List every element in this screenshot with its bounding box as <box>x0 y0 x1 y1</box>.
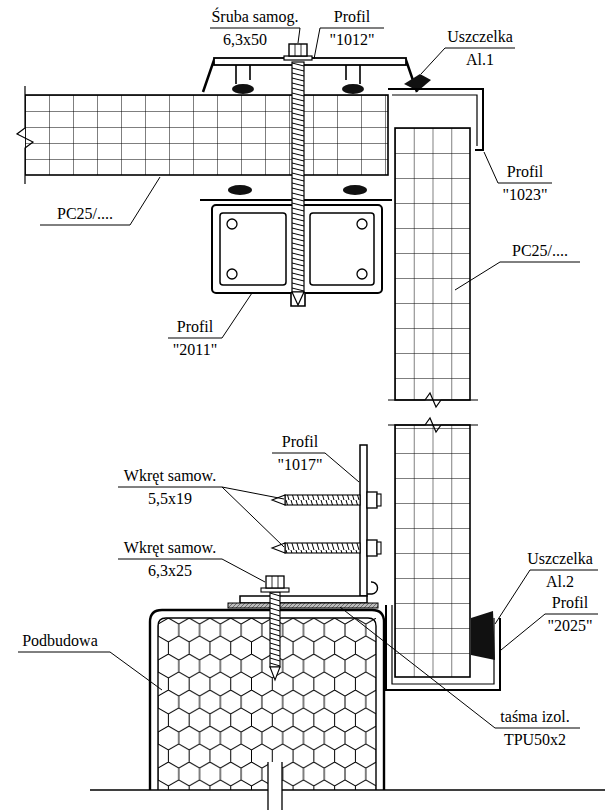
u-profile <box>386 605 500 690</box>
screw <box>261 576 289 680</box>
part-label-holder: Śruba samog. <box>211 8 298 26</box>
part-label: "2025" <box>547 617 592 635</box>
part-label: "2011" <box>173 341 217 359</box>
part-label: "1023" <box>502 186 547 204</box>
part-label: taśma izol. <box>500 708 569 726</box>
part-label: Profil <box>334 8 370 26</box>
part-label-holder: Profil <box>507 163 543 181</box>
screw <box>272 492 381 556</box>
part-label-holder: Podbudowa <box>22 632 98 650</box>
part-label-holder: TPU50x2 <box>504 731 566 749</box>
part-label: 6,3x50 <box>223 31 267 49</box>
part-label-holder: Profil <box>282 433 318 451</box>
corner-profile <box>388 89 483 150</box>
part-label: TPU50x2 <box>504 731 566 749</box>
part-label: 6,3x25 <box>148 562 192 580</box>
part-label-holder: Al.1 <box>466 51 494 69</box>
part-label: Wkręt samow. <box>124 539 216 557</box>
part-label: 5,5x19 <box>148 490 192 508</box>
part-label: "1012" <box>329 31 374 49</box>
part-label-holder: 6,3x25 <box>148 562 192 580</box>
part-label: PC25/.... <box>57 205 113 223</box>
part-label: Al.2 <box>546 573 574 591</box>
part-label-holder: Profil <box>177 318 213 336</box>
part-label-holder: taśma izol. <box>500 708 569 726</box>
screw <box>284 44 312 305</box>
part-label: Profil <box>552 594 588 612</box>
part-label-holder: PC25/.... <box>57 205 113 223</box>
part-label-holder: Uszczelka <box>447 28 513 46</box>
part-label-holder: PC25/.... <box>512 242 568 260</box>
vertical-panel <box>388 128 478 677</box>
part-label: Profil <box>507 163 543 181</box>
part-label-holder: "1023" <box>502 186 547 204</box>
part-label: "1017" <box>277 456 322 474</box>
part-label-holder: Wkręt samow. <box>124 467 216 485</box>
part-label: Profil <box>282 433 318 451</box>
substructure <box>90 603 605 810</box>
leader-line <box>18 28 598 728</box>
part-label: Śruba samog. <box>211 8 298 26</box>
part-label-holder: Profil <box>334 8 370 26</box>
part-label-holder: "2025" <box>547 617 592 635</box>
part-label: Uszczelka <box>527 550 593 568</box>
part-label-holder: "1017" <box>277 456 322 474</box>
part-label: PC25/.... <box>512 242 568 260</box>
horizontal-panel <box>14 86 388 184</box>
part-label: Podbudowa <box>22 632 98 650</box>
part-label-holder: Wkręt samow. <box>124 539 216 557</box>
part-label: Wkręt samow. <box>124 467 216 485</box>
part-label: Al.1 <box>466 51 494 69</box>
part-label-holder: "2011" <box>173 341 217 359</box>
part-label-holder: "1012" <box>329 31 374 49</box>
part-label-holder: 6,3x50 <box>223 31 267 49</box>
part-label-holder: 5,5x19 <box>148 490 192 508</box>
part-label-holder: Uszczelka <box>527 550 593 568</box>
part-label-holder: Profil <box>552 594 588 612</box>
part-label: Uszczelka <box>447 28 513 46</box>
part-label-holder: Al.2 <box>546 573 574 591</box>
part-label: Profil <box>177 318 213 336</box>
